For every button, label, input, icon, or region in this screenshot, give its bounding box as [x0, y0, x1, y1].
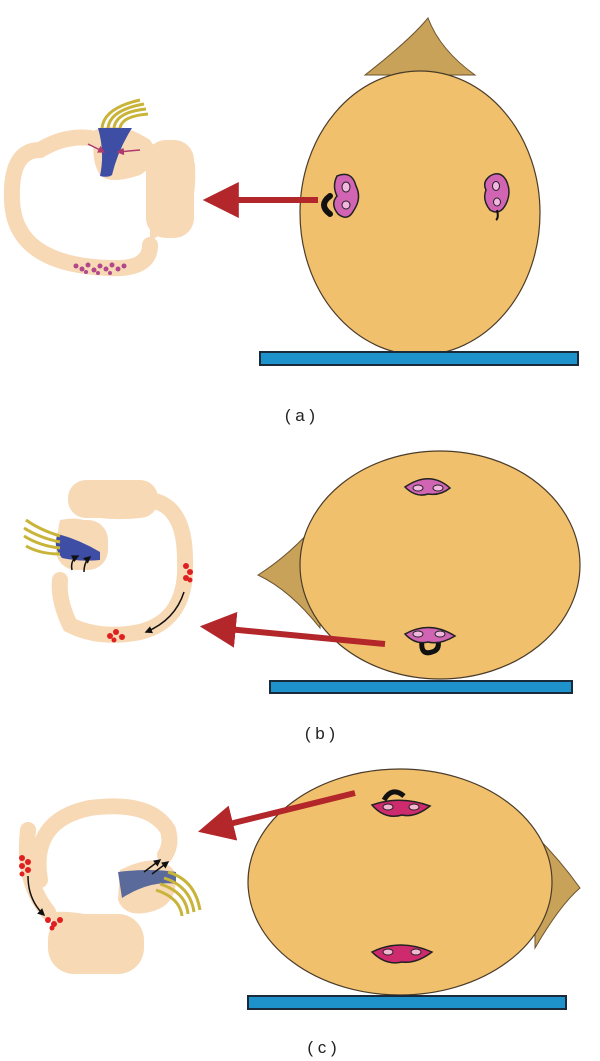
canal-flow-arrow-icon [144, 591, 185, 634]
semicircular-canal [18, 798, 178, 974]
floor-bar [247, 995, 567, 1010]
head-outline [299, 70, 541, 356]
inner-ear-icon [321, 173, 360, 218]
canal-flow-arrow-icon [27, 875, 46, 917]
panel-a: ( a ) [3, 17, 579, 425]
cupula [98, 128, 132, 177]
panel-b: ( b ) [23, 450, 581, 743]
inner-ear-icon [370, 944, 434, 964]
head-outline [299, 450, 581, 680]
floor-bar [269, 680, 573, 694]
inner-ear-icon [403, 626, 457, 656]
floor-bar [259, 351, 579, 366]
red-arrow-icon [199, 611, 386, 648]
hair-cells [23, 518, 61, 556]
panel-c: ( c ) [18, 768, 581, 1057]
cupula [55, 534, 100, 561]
otoconia [73, 262, 127, 275]
red-arrow-icon [198, 790, 356, 841]
otoconia [107, 563, 193, 643]
inner-ear-icon [403, 478, 452, 496]
inner-ear-icon [483, 173, 510, 221]
hair-cells [155, 870, 202, 917]
panel-caption: ( c ) [307, 1038, 336, 1057]
otoconia [19, 855, 63, 931]
cupula [118, 870, 176, 898]
inner-ear-icon [370, 789, 432, 817]
head-nose [363, 17, 477, 76]
panel-caption: ( a ) [285, 406, 315, 425]
panel-caption: ( b ) [305, 724, 335, 743]
hair-cells [100, 98, 149, 129]
